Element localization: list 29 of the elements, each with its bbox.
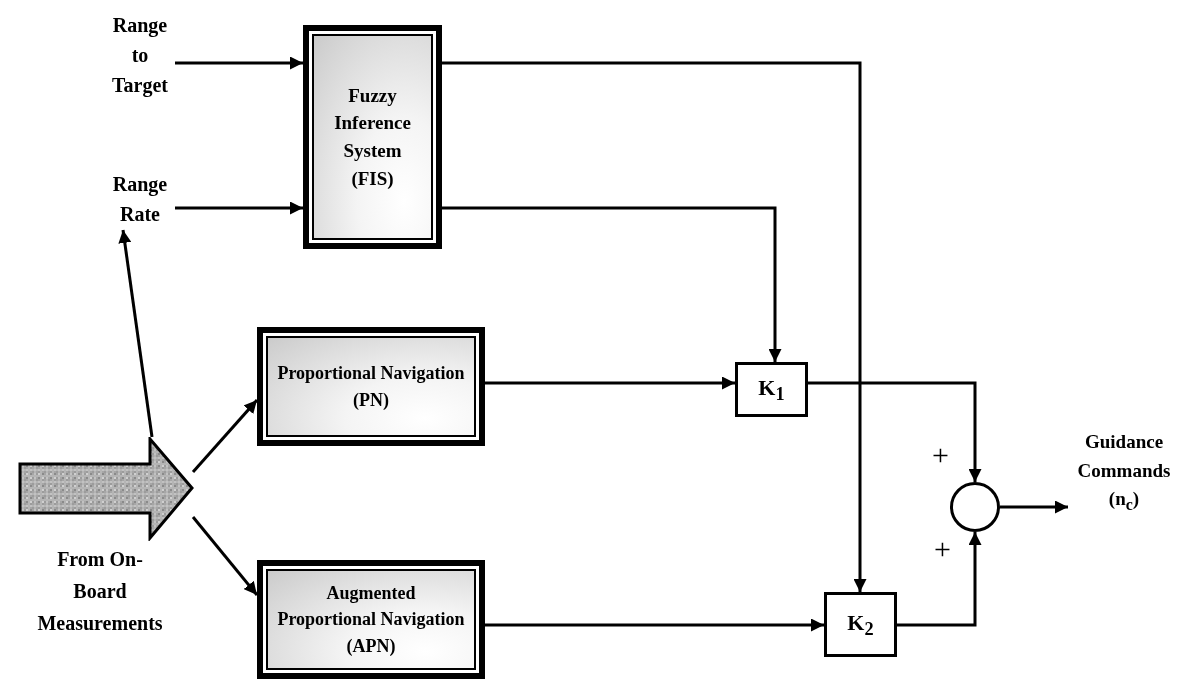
signal-arrow: [191, 399, 259, 473]
gain-block: [824, 592, 897, 657]
box-label: Proportional Navigation (PN): [277, 362, 465, 412]
source-label: From On-Board Measurements: [36, 547, 164, 636]
signal-arrow: [485, 376, 735, 390]
signal-arrow: [442, 206, 782, 362]
sign-label: +: [934, 534, 951, 564]
signal-label: Range to Target: [105, 5, 175, 105]
process-box: [257, 560, 485, 679]
signal-arrow: [897, 532, 982, 627]
box-label: Augmented Proportional Navigation (APN): [277, 582, 465, 658]
gain-label: K$_{2}$: [847, 608, 874, 641]
signal-arrow: [485, 618, 824, 632]
signal-arrow: [191, 516, 259, 596]
gain-label: K$_{1}$: [758, 373, 785, 406]
process-box: [303, 25, 442, 249]
signal-arrow: [1000, 500, 1068, 514]
process-box: [257, 327, 485, 446]
gain-block: [735, 362, 808, 417]
signal-arrow: [175, 56, 303, 70]
box-label: Fuzzy Inference System (FIS): [333, 83, 412, 191]
signal-arrow: [175, 201, 303, 215]
signal-arrow: [118, 229, 154, 438]
summing-junction: [950, 482, 1000, 532]
sign-label: +: [932, 440, 949, 470]
signal-arrow: [808, 381, 982, 482]
signal-arrow: [442, 61, 867, 592]
signal-label: Range Rate: [105, 168, 175, 230]
signal-label: Guidance Commands (n$_{c}$): [1068, 425, 1180, 520]
